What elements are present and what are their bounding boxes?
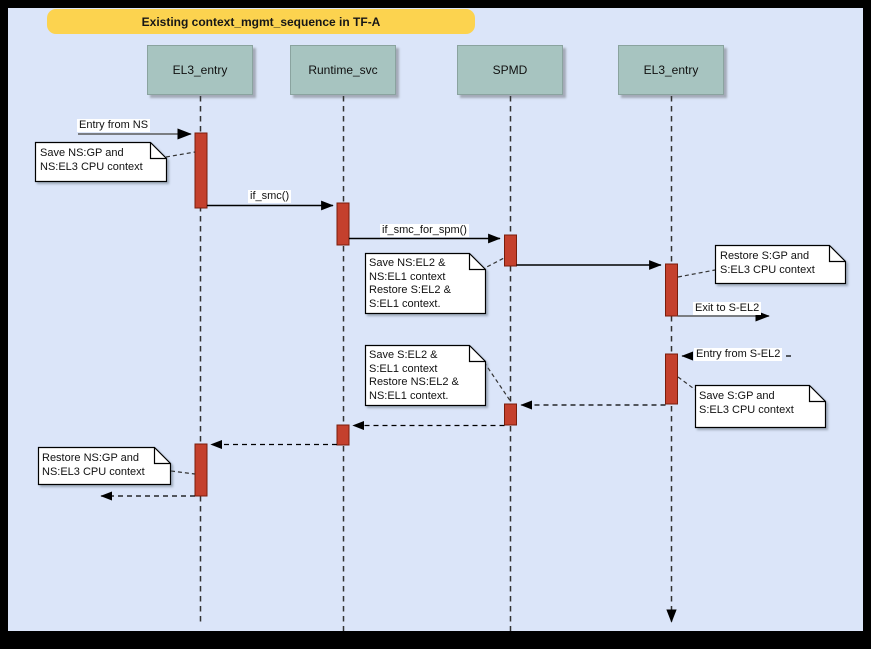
activation-bars-group (194, 132, 678, 497)
diagram-canvas (8, 8, 863, 631)
lifeline-header-label: EL3_entry (172, 63, 228, 77)
note1-connector (165, 151, 196, 158)
activation-bar-el3-entry-1a (194, 132, 208, 209)
activation-bar-spmd-b (504, 403, 517, 426)
solid-messages-group (78, 128, 770, 322)
note-shape-restore-s-gp (714, 244, 847, 285)
activation-bar-el3-entry-1b (194, 443, 208, 497)
note-text-save-ns-el2: Save NS:EL2 & NS:EL1 context Restore S:E… (369, 257, 451, 310)
message-label-exit-to-s-el2: Exit to S-EL2 (693, 302, 762, 315)
note4-connector (483, 361, 512, 403)
note5-connector (677, 376, 698, 392)
lifeline-header-label: Runtime_svc (308, 63, 378, 77)
note-text-save-ns-gp: Save NS:GP and NS:EL3 CPU context (40, 147, 143, 173)
note-shape-save-ns-gp (34, 141, 168, 183)
note-text-restore-ns-gp: Restore NS:GP and NS:EL3 CPU context (42, 452, 145, 478)
note-shape-restore-ns-gp (37, 446, 172, 486)
activation-bar-el3-entry-2b (665, 353, 678, 405)
message-label-if-smc: if_smc() (248, 190, 292, 203)
lifeline-header-runtime-svc: Runtime_svc (290, 45, 396, 95)
lifeline-header-spmd: SPMD (457, 45, 563, 95)
note-text-save-s-gp: Save S:GP and S:EL3 CPU context (699, 390, 794, 416)
note-text-save-s-el2: Save S:EL2 & S:EL1 context Restore NS:EL… (369, 349, 459, 402)
activation-bar-spmd-a (504, 234, 517, 267)
note-text-restore-s-gp: Restore S:GP and S:EL3 CPU context (720, 250, 815, 276)
activation-bar-runtime-svc-b (336, 424, 350, 446)
note-shape-save-s-gp (694, 384, 827, 429)
note3-connector (677, 269, 716, 278)
lifeline-header-el3-entry-2: EL3_entry (618, 45, 724, 95)
note-connectors-group (165, 151, 716, 475)
message-label-entry-from-ns: Entry from NS (77, 119, 151, 132)
note-shape-save-s-el2 (364, 344, 487, 407)
title-banner: Existing context_mgmt_sequence in TF-A (47, 9, 475, 34)
lifeline-header-label: EL3_entry (643, 63, 699, 77)
activation-bar-runtime-svc-a (336, 202, 350, 246)
lifeline-header-el3-entry-1: EL3_entry (147, 45, 253, 95)
activation-bar-el3-entry-2a (665, 263, 678, 317)
note6-connector (170, 470, 196, 475)
notes-group (34, 141, 847, 486)
message-label-entry-from-s-el2: Entry from S-EL2 (694, 348, 783, 361)
lifeline-header-label: SPMD (492, 63, 528, 77)
note-shape-save-ns-el2 (364, 252, 487, 315)
message-label-if-smc-for-spm: if_smc_for_spm() (380, 224, 469, 237)
note2-connector (480, 257, 505, 271)
diagram-title: Existing context_mgmt_sequence in TF-A (141, 14, 381, 29)
